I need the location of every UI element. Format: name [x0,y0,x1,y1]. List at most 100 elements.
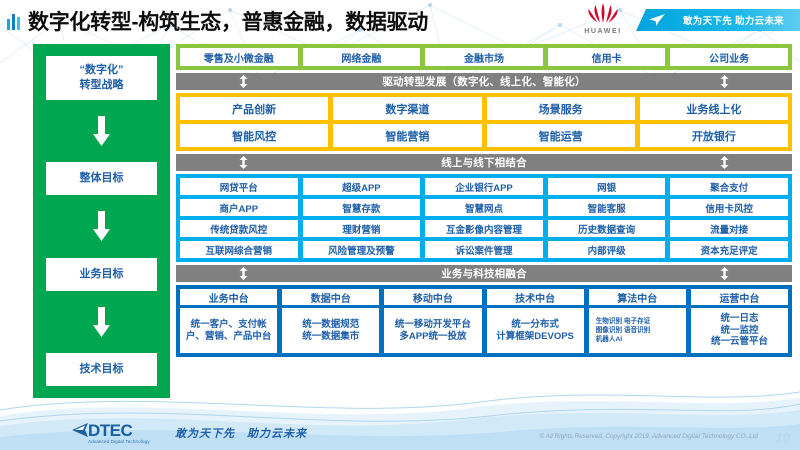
double-arrow-vertical-icon [720,267,729,280]
business-goal-item[interactable]: 历史数据查询 [547,220,666,237]
band-drive-transformation: 驱动转型发展（数字化、线上化、智能化） [176,73,792,90]
overall-goal-item[interactable]: 数字渠道 [333,97,482,120]
bar-chart-icon [7,14,23,30]
arrow-down-icon [93,306,110,337]
platform-data[interactable]: 数据中台 统一数据规范 统一数据集市 [282,289,380,353]
double-arrow-vertical-icon [720,75,729,88]
tech-goals-panel: 业务中台 统一客户、支付帐户、营销、产品中台 数据中台 统一数据规范 统一数据集… [176,285,792,357]
platform-row: 业务中台 统一客户、支付帐户、营销、产品中台 数据中台 统一数据规范 统一数据集… [180,289,789,353]
business-goals-row: 传统贷款风控 理财营销 互金影像内容管理 历史数据查询 流量对接 [180,220,788,237]
business-goal-item[interactable]: 传统贷款风控 [180,220,298,237]
business-goal-item[interactable]: 超级APP [302,178,421,195]
band-label: 业务与科技相融合 [441,268,527,280]
business-goals-row: 商户APP 智慧存款 智慧网点 智能客服 信用卡风控 [180,199,788,216]
business-goal-item[interactable]: 企业银行APP [425,178,543,195]
platform-title: 运营中台 [690,289,789,305]
banner-slogan: 敢为天下先 助力云未来 [683,16,784,27]
platform-business[interactable]: 业务中台 统一客户、支付帐户、营销、产品中台 [180,289,278,353]
strategy-arrow-0 [93,100,110,162]
double-arrow-vertical-icon [239,267,248,280]
strategy-step-1[interactable]: 整体目标 [46,162,157,196]
business-goal-item[interactable]: 智慧存款 [302,199,421,216]
business-goal-item[interactable]: 风险管理及预警 [302,241,421,258]
overall-goal-item[interactable]: 场景服务 [486,97,635,120]
business-line-item[interactable]: 零售及小微金融 [180,48,298,66]
business-lines-panel: 零售及小微金融 网络金融 金融市场 信用卡 公司业务 [176,44,792,70]
overall-goal-item[interactable]: 智能运营 [486,124,635,147]
strategy-step-label: 整体目标 [79,172,124,185]
huawei-slogan-banner: 敢为天下先 助力云未来 [636,9,800,31]
business-goal-item[interactable]: 流量对接 [670,220,788,237]
overall-goal-item[interactable]: 业务线上化 [639,97,788,120]
overall-goal-item[interactable]: 产品创新 [180,97,329,120]
overall-goal-item[interactable]: 开放银行 [639,124,788,147]
footer-wave-decoration [0,391,800,450]
footer: DTEC Advanced Digital Technology 敢为天下先 助… [0,398,800,450]
platform-detail: 统一日志 统一监控 统一云管平台 [690,308,789,353]
business-line-item[interactable]: 信用卡 [547,48,666,66]
overall-goal-item[interactable]: 智能风控 [180,124,329,147]
band-business-tech-fusion: 业务与科技相融合 [176,265,792,282]
strategy-arrow-1 [93,195,110,257]
footer-slogan: 敢为天下先 助力云未来 [175,428,307,440]
business-goal-item[interactable]: 资本充足评定 [670,241,788,258]
page-number: 10 [775,430,790,445]
band-label: 驱动转型发展（数字化、线上化、智能化） [382,76,586,88]
arrow-down-icon [93,211,110,242]
platform-detail: 统一移动开发平台 多APP统一投放 [384,308,482,353]
band-online-offline: 线上与线下相结合 [176,154,792,171]
business-goal-item[interactable]: 内部评级 [547,241,666,258]
arrow-down-icon [93,116,110,147]
platform-mobile[interactable]: 移动中台 统一移动开发平台 多APP统一投放 [384,289,482,353]
business-goal-item[interactable]: 互金影像内容管理 [425,220,543,237]
strategy-step-0[interactable]: “数字化” 转型战略 [46,56,157,100]
strategy-step-label: 业务目标 [79,267,124,280]
overall-goals-row: 智能风控 智能营销 智能运营 开放银行 [180,124,788,147]
strategy-step-2[interactable]: 业务目标 [46,257,157,291]
business-goals-panel: 网贷平台 超级APP 企业银行APP 网银 聚合支付 商户APP 智慧存款 智慧… [176,174,792,262]
business-goal-item[interactable]: 商户APP [180,199,298,216]
platform-detail: 生物识别 电子存证 图像识别 语音识别 机器人AI [588,308,686,353]
business-goal-item[interactable]: 理财营销 [302,220,421,237]
business-goal-item[interactable]: 互联网综合营销 [180,241,298,258]
dtec-logo: DTEC Advanced Digital Technology [72,421,168,444]
platform-title: 算法中台 [588,289,686,305]
platform-title: 数据中台 [282,289,380,305]
business-goal-item[interactable]: 智能客服 [547,199,666,216]
dtec-arrow-icon [72,423,88,437]
dtec-wordmark: DTEC [88,421,133,440]
business-goal-item[interactable]: 信用卡风控 [670,199,788,216]
page-title: 数字化转型-构筑生态，普惠金融，数据驱动 [28,11,428,34]
platform-detail: 统一数据规范 统一数据集市 [282,308,380,353]
platform-technology[interactable]: 技术中台 统一分布式 计算框架DEVOPS [486,289,584,353]
business-goals-row: 网贷平台 超级APP 企业银行APP 网银 聚合支付 [180,178,788,195]
double-arrow-vertical-icon [239,156,248,169]
platform-detail: 统一分布式 计算框架DEVOPS [486,308,584,353]
business-goal-item[interactable]: 网贷平台 [180,178,298,195]
platform-title: 技术中台 [486,289,584,305]
business-goal-item[interactable]: 诉讼案件管理 [425,241,543,258]
business-goal-item[interactable]: 聚合支付 [670,178,788,195]
business-goals-row: 互联网综合营销 风险管理及预警 诉讼案件管理 内部评级 资本充足评定 [180,241,788,258]
band-label: 线上与线下相结合 [441,157,527,169]
content-stack: 零售及小微金融 网络金融 金融市场 信用卡 公司业务 驱动转型发展（数字化、线上… [176,44,792,357]
business-goal-item[interactable]: 网银 [547,178,666,195]
header: 数字化转型-构筑生态，普惠金融，数据驱动 HUAWEI 敢为天下先 助力云未来 [0,0,800,40]
huawei-flower-icon [588,3,618,23]
huawei-wordmark: HUAWEI [584,28,622,35]
overall-goal-item[interactable]: 智能营销 [333,124,482,147]
business-goal-item[interactable]: 智慧网点 [425,199,543,216]
platform-operations[interactable]: 运营中台 统一日志 统一监控 统一云管平台 [690,289,789,353]
strategy-arrow-2 [93,291,110,353]
platform-algorithm[interactable]: 算法中台 生物识别 电子存证 图像识别 语音识别 机器人AI [588,289,686,353]
strategy-column: “数字化” 转型战略 整体目标 业务目标 技术目标 [33,44,170,398]
business-lines-row: 零售及小微金融 网络金融 金融市场 信用卡 公司业务 [180,48,788,66]
paper-plane-icon [649,14,665,26]
platform-detail: 统一客户、支付帐户、营销、产品中台 [180,308,278,353]
business-line-item[interactable]: 公司业务 [670,48,788,66]
business-line-item[interactable]: 金融市场 [425,48,543,66]
business-line-item[interactable]: 网络金融 [302,48,421,66]
strategy-step-3[interactable]: 技术目标 [46,352,157,386]
platform-title: 移动中台 [384,289,482,305]
